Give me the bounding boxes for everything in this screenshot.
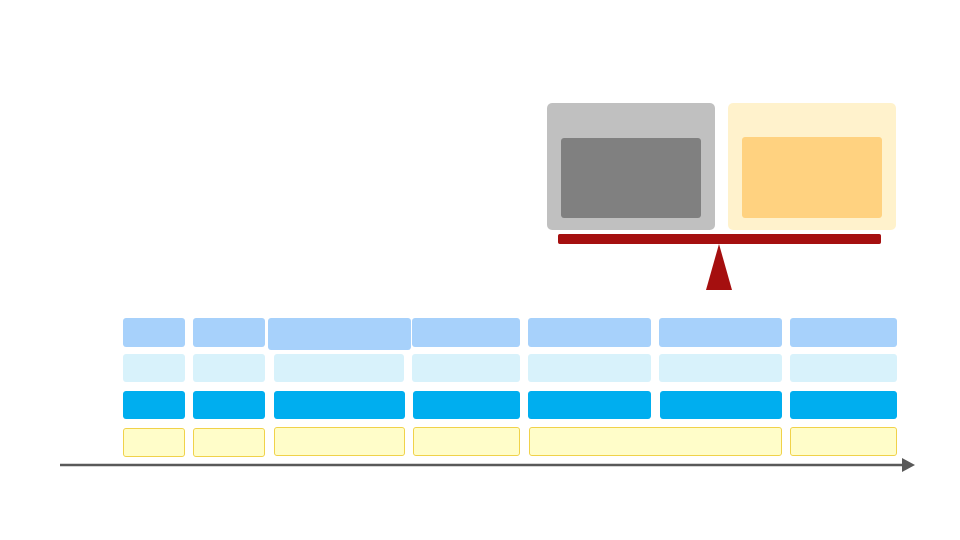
gray-inner-box bbox=[561, 138, 701, 218]
row-1-cell bbox=[528, 318, 651, 347]
row-1-cell bbox=[268, 318, 411, 350]
row-2-cell bbox=[193, 354, 265, 382]
row-3-cell bbox=[274, 391, 405, 419]
row-2-cell bbox=[412, 354, 520, 382]
row-1-cell bbox=[193, 318, 265, 347]
row-2-cell bbox=[274, 354, 404, 382]
row-1-cell bbox=[123, 318, 185, 347]
row-4-cell bbox=[123, 428, 185, 457]
row-1-cell bbox=[412, 318, 520, 347]
row-2-cell bbox=[659, 354, 782, 382]
row-4-cell bbox=[413, 427, 520, 456]
balance-beam bbox=[558, 234, 881, 244]
row-1-cell bbox=[659, 318, 782, 347]
row-4-cell bbox=[193, 428, 265, 457]
row-4-cell bbox=[529, 427, 782, 456]
row-2-cell bbox=[528, 354, 651, 382]
axis-arrowhead bbox=[902, 458, 915, 472]
fulcrum-triangle bbox=[706, 244, 732, 290]
row-3-cell bbox=[413, 391, 520, 419]
triangle-icon bbox=[706, 244, 732, 290]
row-2-cell bbox=[790, 354, 897, 382]
row-4-cell bbox=[790, 427, 897, 456]
row-3-cell bbox=[790, 391, 897, 419]
arrow-right-icon bbox=[60, 458, 915, 472]
row-2-cell bbox=[123, 354, 185, 382]
row-3-cell bbox=[123, 391, 185, 419]
row-3-cell bbox=[528, 391, 651, 419]
row-3-cell bbox=[660, 391, 782, 419]
yellow-inner-box bbox=[742, 137, 882, 218]
row-4-cell bbox=[274, 427, 405, 456]
row-3-cell bbox=[193, 391, 265, 419]
row-1-cell bbox=[790, 318, 897, 347]
